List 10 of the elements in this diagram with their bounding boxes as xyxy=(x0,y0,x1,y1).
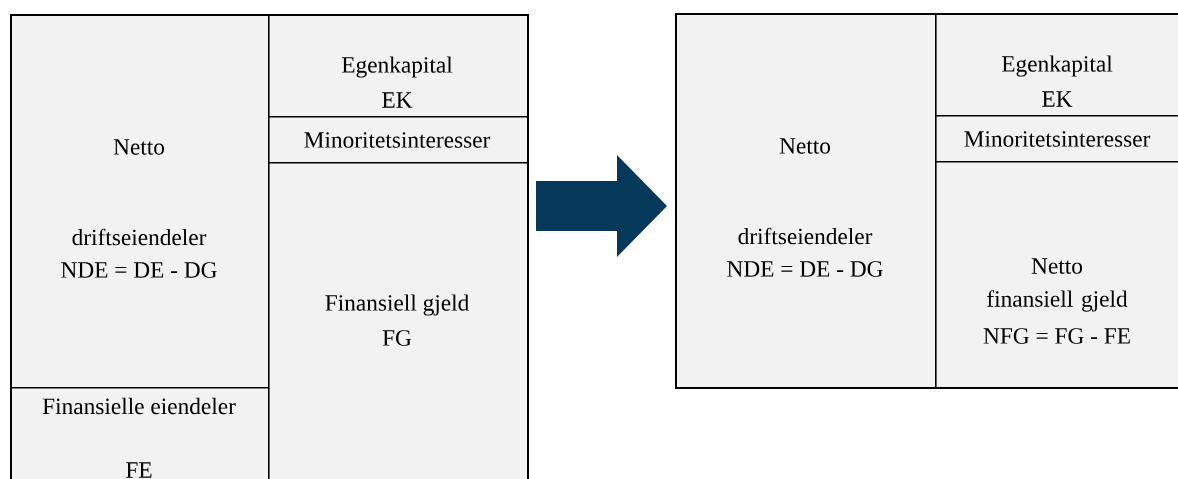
table-cell: Finansielle eiendeler FE xyxy=(10,387,270,479)
table-cell: Minoritetsinteresser xyxy=(935,115,1178,163)
table-outline xyxy=(675,13,1178,389)
block-arrow xyxy=(536,155,667,257)
node-label: Egenkapital xyxy=(1001,55,1113,77)
table-outline xyxy=(10,14,529,479)
node-label: Minoritetsinteresser xyxy=(964,131,1151,147)
table-cell: Netto driftseiendeler NDE = DE - DG xyxy=(675,13,937,389)
table-cell: Minoritetsinteresser xyxy=(268,116,529,164)
node-label: EK xyxy=(1042,91,1073,107)
